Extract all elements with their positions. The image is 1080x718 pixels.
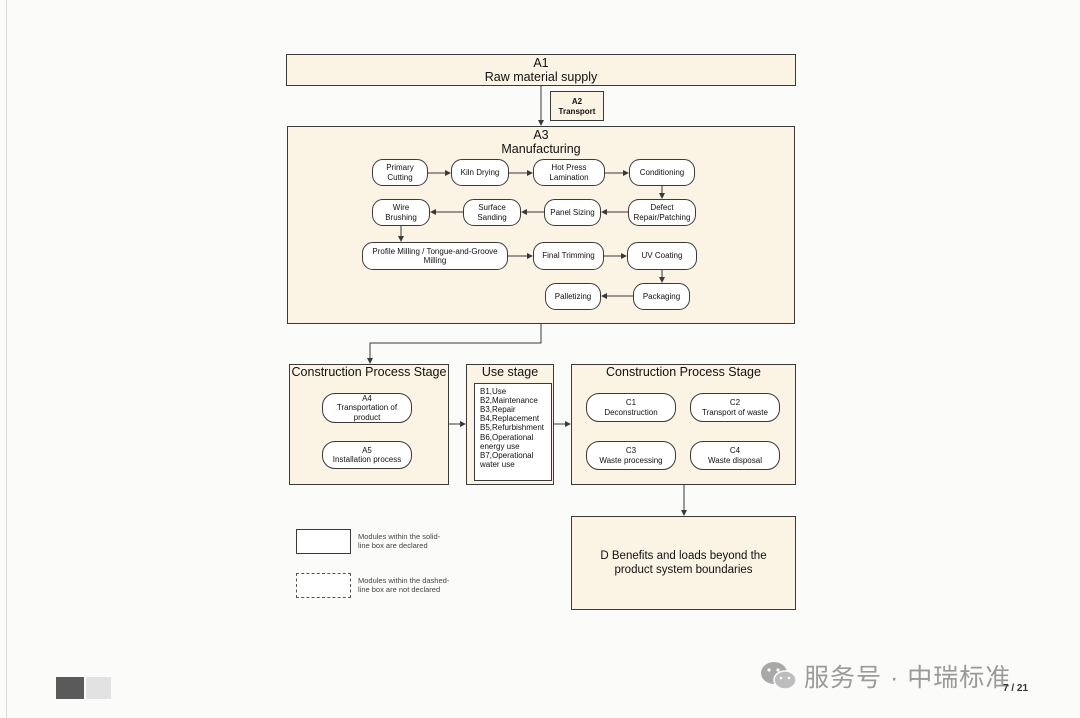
a3-code: A3	[533, 128, 549, 142]
step-surface-sanding: Surface Sanding	[463, 199, 521, 226]
construction-c-stage-title: Construction Process Stage	[606, 365, 761, 379]
step-kiln-drying: Kiln Drying	[451, 159, 509, 186]
use-stage-title: Use stage	[481, 365, 539, 379]
module-c4: C4 Waste disposal	[690, 441, 780, 470]
a2-transport-box: A2 Transport	[550, 91, 604, 121]
a3-label: Manufacturing	[501, 142, 581, 156]
step-palletizing: Palletizing	[545, 283, 601, 310]
watermark-text: 服务号 · 中瑞标准	[804, 664, 1012, 692]
a1-raw-material-box: A1 Raw material supply	[286, 54, 796, 86]
step-profile-milling: Profile Milling / Tongue-and-Groove Mill…	[362, 242, 508, 270]
step-primary-cutting: Primary Cutting	[372, 159, 428, 186]
legend-solid-box	[296, 529, 351, 554]
module-a5: A5 Installation process	[322, 441, 412, 469]
wechat-icon	[761, 662, 797, 690]
step-packaging: Packaging	[633, 283, 690, 310]
a2-code: A2	[571, 97, 583, 106]
construction-a-stage-title: Construction Process Stage	[291, 365, 447, 379]
arrow-a3-to-construction	[367, 324, 542, 364]
module-c1: C1 Deconstruction	[586, 393, 676, 422]
a1-code: A1	[533, 56, 549, 70]
use-stage-module-list: B1,Use B2,Maintenance B3,Repair B4,Repla…	[474, 383, 552, 481]
module-c3: C3 Waste processing	[586, 441, 676, 470]
legend-dashed-text: Modules within the dashed- line box are …	[358, 576, 450, 595]
d-benefits-box: D Benefits and loads beyond the product …	[571, 516, 796, 610]
a1-label: Raw material supply	[484, 70, 598, 84]
step-wire-brushing: Wire Brushing	[372, 199, 430, 226]
d-benefits-label: D Benefits and loads beyond the product …	[600, 550, 767, 576]
module-c2: C2 Transport of waste	[690, 393, 780, 422]
page-edge-line	[6, 0, 7, 718]
a2-label: Transport	[558, 107, 596, 116]
step-defect-repair: Defect Repair/Patching	[628, 199, 696, 226]
legend-solid-text: Modules within the solid- line box are d…	[358, 532, 441, 551]
step-uv-coating: UV Coating	[627, 242, 697, 270]
page-thumbnail-light[interactable]	[86, 677, 111, 699]
step-hot-press-lamination: Hot Press Lamination	[533, 159, 605, 186]
legend-dashed-box	[296, 573, 351, 598]
step-conditioning: Conditioning	[629, 159, 695, 186]
step-final-trimming: Final Trimming	[533, 242, 604, 270]
page-thumbnail-dark[interactable]	[56, 677, 84, 699]
page-number: 7 / 21	[1003, 683, 1029, 694]
module-a4: A4 Transportation of product	[322, 393, 412, 423]
step-panel-sizing: Panel Sizing	[544, 199, 601, 226]
